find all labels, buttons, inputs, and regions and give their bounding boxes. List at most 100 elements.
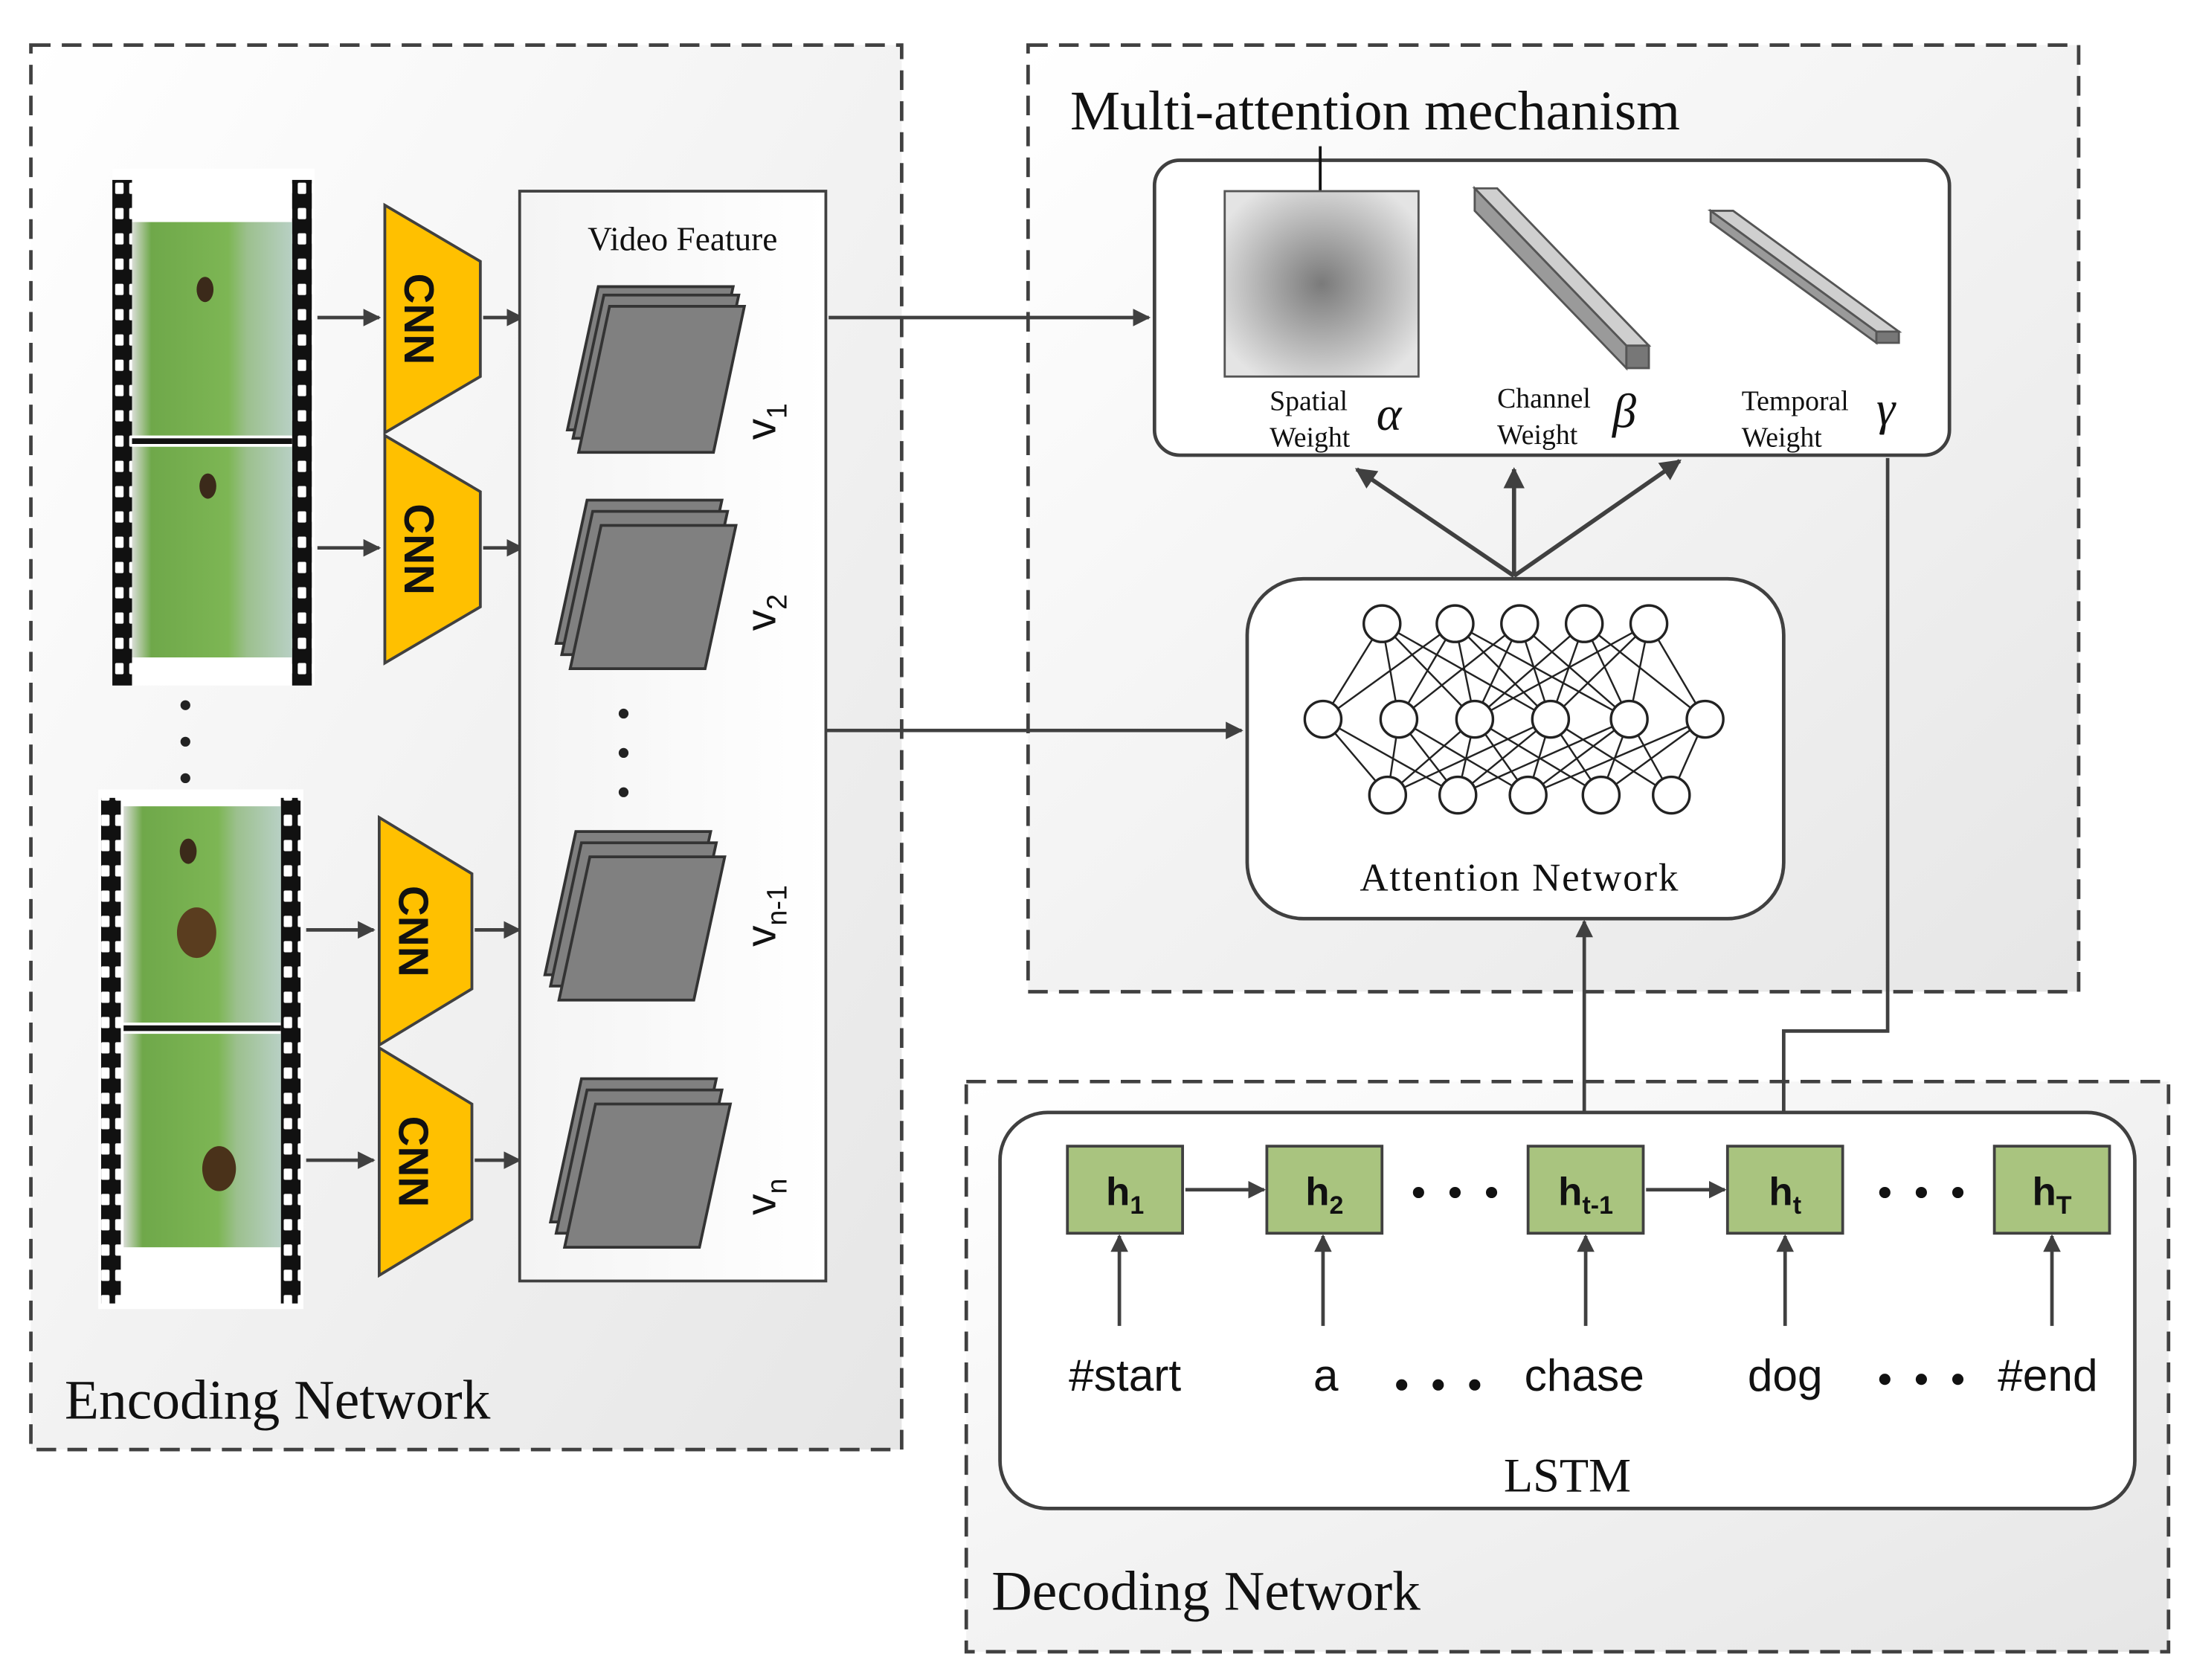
neural-net-edge [1519, 622, 1630, 721]
neural-net-node [1379, 699, 1419, 739]
neural-net-edge [1381, 622, 1551, 721]
neural-net-edge [1387, 718, 1551, 796]
hidden-state-h1: h1 [1066, 1145, 1184, 1235]
neural-net-node [1368, 775, 1408, 815]
ellipsis-dots-features [618, 708, 629, 797]
channel-weight-label-2: Weight [1497, 419, 1578, 451]
spatial-weight-map [1223, 190, 1420, 378]
neural-net-edge [1583, 622, 1706, 721]
neural-net-edge [1550, 622, 1650, 720]
alpha-symbol: α [1377, 387, 1403, 440]
neural-net-edge [1600, 718, 1706, 796]
svg-text:vn: vn [738, 1179, 793, 1215]
feature-label-vn-1: vn-1 [738, 885, 793, 947]
neural-net-edge [1398, 718, 1529, 796]
neural-net-edge [1474, 718, 1602, 796]
video-frame-n [123, 1034, 281, 1248]
multi-attention-label: Multi-attention mechanism [1070, 80, 1680, 142]
neural-net-edge [1322, 622, 1456, 721]
neural-net-node [1531, 699, 1571, 739]
cnn-label: CNN [389, 886, 436, 977]
svg-text:ht-1: ht-1 [1558, 1171, 1613, 1220]
svg-text:h2: h2 [1305, 1171, 1343, 1220]
neural-net-node [1508, 775, 1548, 815]
svg-text:ht: ht [1769, 1171, 1801, 1220]
cnn-label: CNN [395, 274, 442, 365]
hidden-state-hT: hT [1992, 1145, 2111, 1235]
neural-net-edge [1474, 622, 1650, 721]
neural-net-edge [1381, 622, 1476, 720]
attention-network-label: Attention Network [1360, 856, 1679, 899]
feature-label-v1: v1 [738, 403, 793, 440]
hidden-state-ht-1: ht-1 [1526, 1145, 1645, 1235]
channel-weight-bar [1472, 185, 1652, 371]
word-chase: chase [1525, 1350, 1644, 1400]
decoding-network-label: Decoding Network [991, 1560, 1421, 1622]
cnn-block-4: CNN [377, 1045, 474, 1278]
video-frame-1 [132, 222, 292, 436]
neural-net-node [1438, 775, 1478, 815]
neural-net-node [1500, 604, 1540, 643]
cnn-label: CNN [395, 503, 442, 595]
feature-map-stack-2 [554, 498, 738, 670]
svg-text:hT: hT [2033, 1171, 2072, 1220]
word-dog: dog [1748, 1350, 1823, 1400]
cnn-block-1: CNN [383, 202, 482, 436]
attention-weights-box: Spatial Weight α Channel Weight β Tempor… [1152, 146, 1952, 457]
neural-net-edge [1474, 622, 1585, 721]
neural-net-node [1303, 699, 1343, 739]
svg-text:vn-1: vn-1 [738, 885, 793, 947]
neural-net-edge [1398, 622, 1521, 721]
feature-map-stack-n [548, 1077, 733, 1249]
temporal-weight-bar [1707, 208, 1902, 345]
svg-text:h1: h1 [1106, 1171, 1144, 1220]
neural-net-edge [1322, 718, 1458, 796]
encoding-network-label: Encoding Network [65, 1370, 491, 1432]
temporal-weight-label-1: Temporal [1742, 386, 1849, 417]
caption-words: #start a chase dog #end [1069, 1350, 2097, 1400]
video-frames-bottom [98, 789, 303, 1310]
cnn-to-feature-arrows [474, 309, 524, 1169]
neural-net-node [1435, 604, 1475, 643]
neural-net-node [1652, 775, 1691, 815]
feature-label-v2: v2 [738, 594, 793, 631]
temporal-weight-label-2: Weight [1742, 422, 1823, 454]
neural-net-node [1455, 699, 1495, 739]
feature-label-vn: vn [738, 1179, 793, 1215]
neural-net-node [1362, 604, 1402, 643]
cnn-block-3: CNN [377, 814, 474, 1048]
svg-text:v1: v1 [738, 403, 793, 440]
channel-weight-label-1: Channel [1497, 383, 1591, 414]
feature-map-stack-n-1 [543, 830, 727, 1002]
weights-to-ht-arrow [1775, 457, 1890, 1142]
neural-net-edge [1454, 622, 1630, 721]
gamma-symbol: γ [1876, 382, 1896, 435]
neural-net-edge [1454, 622, 1551, 720]
neural-net-edge [1550, 718, 1672, 796]
word-to-state-arrows [1110, 1234, 2061, 1326]
svg-text:v2: v2 [738, 594, 793, 631]
word-end: #end [1998, 1350, 2097, 1400]
neural-net-node [1629, 604, 1669, 643]
attention-to-weights-arrows [1354, 459, 1682, 578]
frame-to-cnn-arrows [306, 309, 382, 1169]
hidden-state-h2: h2 [1265, 1145, 1384, 1235]
neural-net-edge [1528, 718, 1706, 796]
video-feature-label: Video Feature [588, 220, 777, 257]
word-start: #start [1069, 1350, 1181, 1400]
neural-net-edge [1457, 718, 1551, 796]
neural-net-node [1564, 604, 1604, 643]
lstm-ellipsis-dots [1412, 1186, 1964, 1199]
attention-network-box: Attention Network [1245, 576, 1786, 921]
spatial-weight-label-2: Weight [1270, 422, 1351, 454]
neural-net-edge [1457, 718, 1630, 796]
cnn-label: CNN [389, 1116, 436, 1208]
word-a: a [1313, 1350, 1339, 1400]
hidden-state-ht: ht [1725, 1145, 1844, 1235]
spatial-weight-label-1: Spatial [1270, 386, 1348, 417]
neural-net-nodes [1303, 604, 1725, 815]
video-frames-top [112, 168, 315, 686]
ellipsis-dots-frames [180, 700, 190, 784]
beta-symbol: β [1611, 384, 1636, 437]
neural-net-edge [1527, 718, 1630, 796]
